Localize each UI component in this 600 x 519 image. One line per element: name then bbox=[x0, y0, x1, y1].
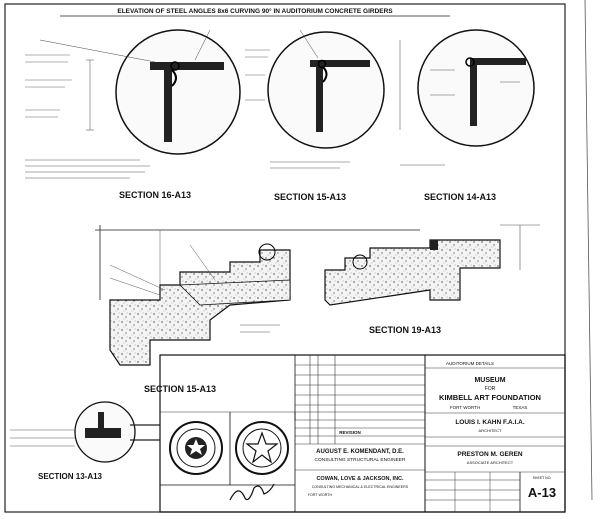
elevation-title: ELEVATION OF STEEL ANGLES 8x6 CURVING 90… bbox=[117, 7, 393, 15]
section-label-19: SECTION 19-A13 bbox=[369, 325, 441, 335]
engineer2-role: CONSULTING MECHANICAL & ELECTRICAL ENGIN… bbox=[312, 485, 409, 489]
sheet-number: A-13 bbox=[528, 485, 556, 500]
section-label-14: SECTION 14-A13 bbox=[424, 192, 496, 202]
section-label-15-lower: SECTION 15-A13 bbox=[144, 384, 216, 394]
detail-circle-4 bbox=[10, 401, 160, 463]
main-section-drawing bbox=[95, 224, 540, 366]
signature bbox=[229, 483, 275, 501]
engineer-seal bbox=[169, 421, 223, 475]
engineer2-city: FORT WORTH bbox=[308, 493, 333, 497]
right-edge-line bbox=[584, 0, 593, 501]
architect-role: ARCHITECT bbox=[479, 428, 502, 433]
detail-circle-1 bbox=[39, 29, 241, 155]
project-line-1: MUSEUM bbox=[474, 377, 505, 384]
engineer2-name: COWAN, LOVE & JACKSON, INC. bbox=[316, 476, 404, 482]
project-line-3: KIMBELL ART FOUNDATION bbox=[439, 393, 541, 402]
detail-circle-3 bbox=[417, 29, 535, 147]
project-line-2: FOR bbox=[485, 386, 496, 392]
title-block: REVISION AUGUST E. KOMENDANT, D.E. CONSU… bbox=[159, 354, 566, 513]
project-location: FORT WORTH bbox=[450, 405, 480, 410]
engineer1-name: AUGUST E. KOMENDANT, D.E. bbox=[316, 449, 404, 455]
engineer1-role: CONSULTING STRUCTURAL ENGINEER bbox=[315, 457, 406, 463]
detail-circle-2 bbox=[267, 29, 385, 149]
project-state: TEXAS bbox=[513, 405, 528, 410]
associate-name: PRESTON M. GEREN bbox=[457, 451, 523, 458]
architect-seal bbox=[235, 421, 289, 475]
sheet-name: AUDITORIUM DETAILS bbox=[446, 361, 494, 366]
section-label-15-upper: SECTION 15-A13 bbox=[274, 192, 346, 202]
sheet-no-label: SHEET NO. bbox=[533, 476, 552, 480]
revision-label: REVISION bbox=[339, 430, 361, 435]
associate-role: ASSOCIATE ARCHITECT bbox=[467, 460, 514, 465]
note-lines-left bbox=[25, 54, 94, 131]
section-label-16: SECTION 16-A13 bbox=[119, 190, 191, 200]
architect-name: LOUIS I. KAHN F.A.I.A. bbox=[455, 419, 525, 426]
note-lines-mid bbox=[245, 40, 401, 130]
section-label-13: SECTION 13-A13 bbox=[38, 472, 103, 481]
notes-under-circles bbox=[25, 159, 445, 179]
